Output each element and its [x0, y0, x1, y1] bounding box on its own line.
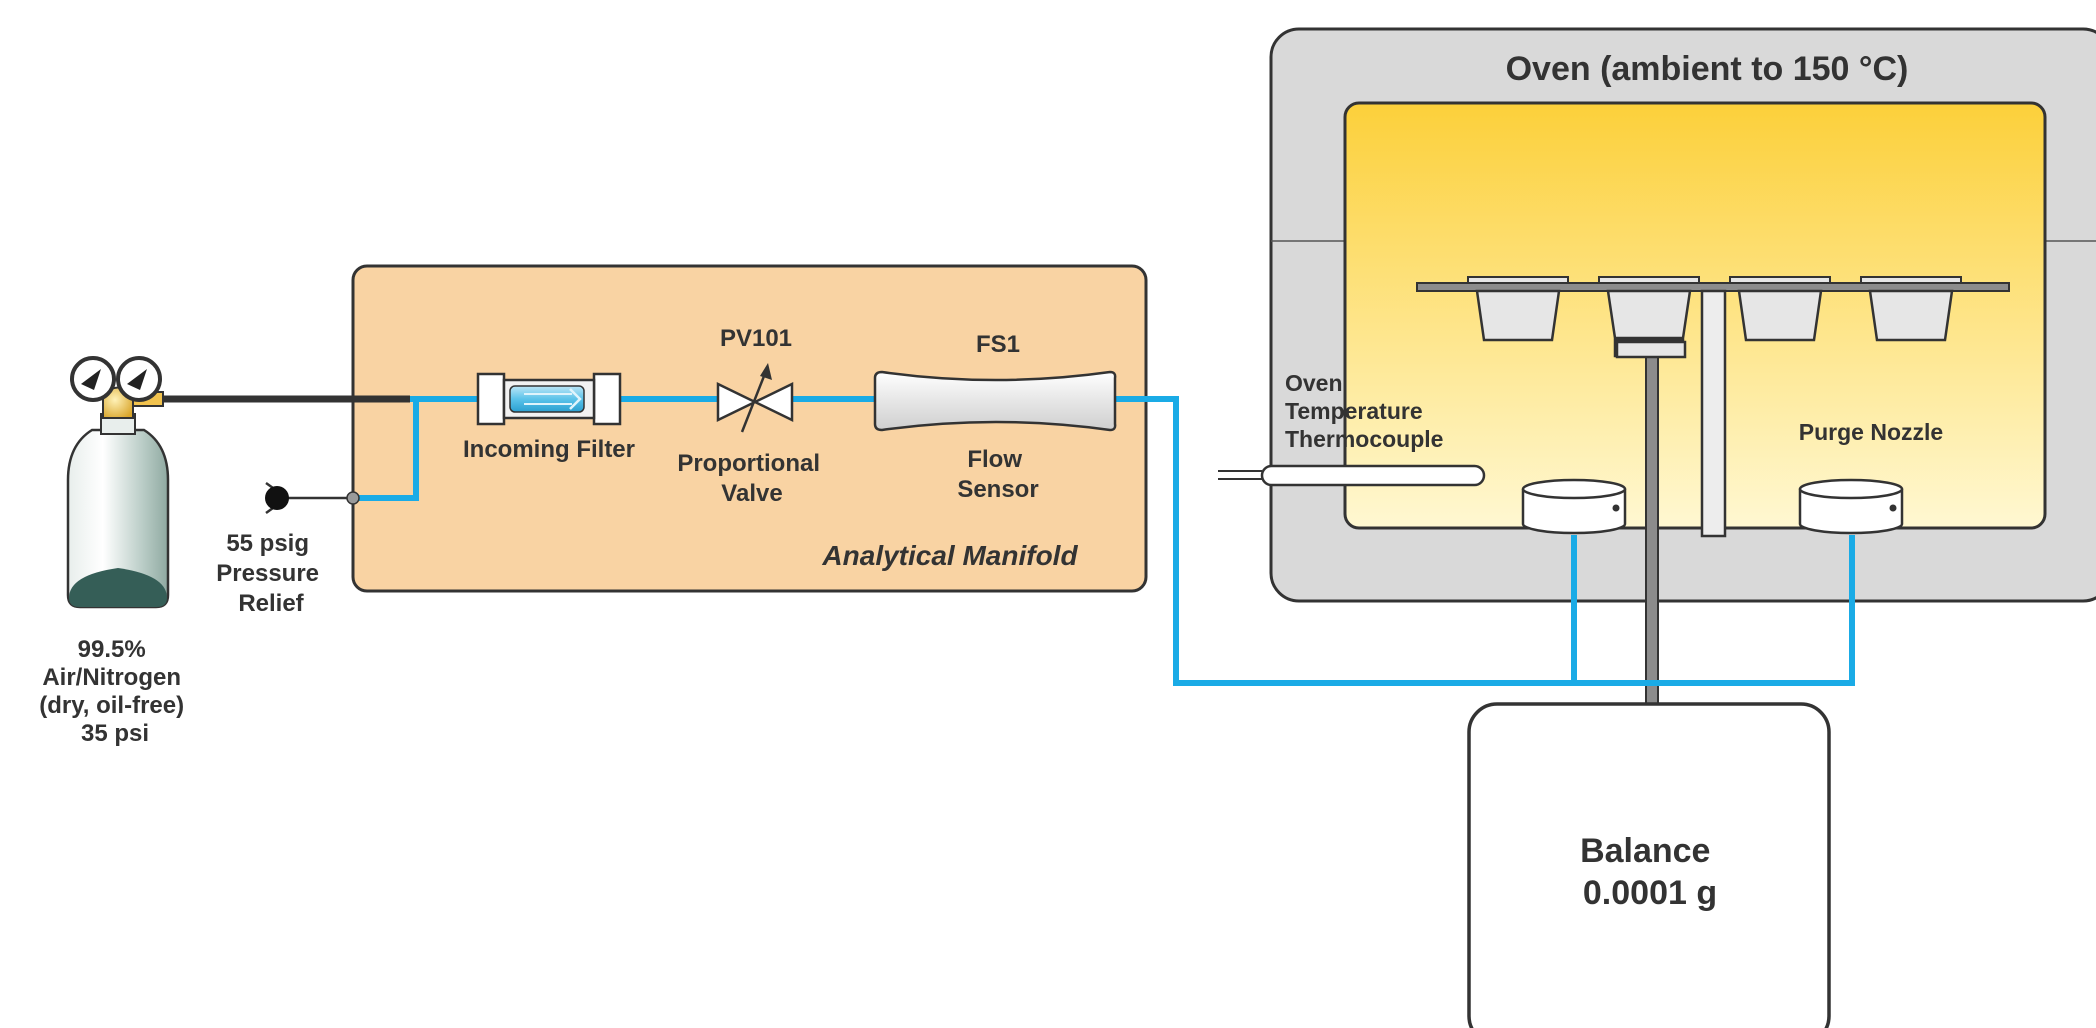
- valve-tag: PV101: [720, 325, 792, 352]
- pressure-gauge-icon: [70, 356, 116, 402]
- supply-label-line: Air/Nitrogen: [42, 664, 181, 691]
- analytical-manifold: Analytical Manifold: [351, 264, 1148, 593]
- supply-label-line: 99.5%: [78, 636, 146, 663]
- thermocouple-label: Oven Temperature Thermocouple: [1285, 370, 1443, 452]
- relief-label-line: Relief: [238, 590, 304, 617]
- oven-title: Oven (ambient to 150 °C): [1506, 50, 1909, 88]
- gas-lines: [354, 396, 1855, 686]
- oven: Oven (ambient to 150 °C): [1218, 27, 2096, 603]
- gas-cylinder: [66, 356, 170, 609]
- purge-nozzle-left: [1521, 478, 1627, 535]
- oven-thermocouple: [1218, 464, 1486, 487]
- pressure-relief-valve: [265, 481, 360, 515]
- gas-line-relief: [354, 399, 419, 501]
- pressure-gauge-icon: [116, 356, 162, 402]
- thermocouple-label-line: Oven: [1285, 370, 1343, 396]
- balance-hanger-plate: [1615, 340, 1687, 359]
- balance: Balance 0.0001 g: [1467, 340, 1831, 1028]
- flow-sensor: [873, 370, 1117, 432]
- sample-pan: [1729, 276, 1831, 342]
- valve-label: Proportional Valve: [677, 450, 826, 507]
- relief-label-line: Pressure: [216, 560, 319, 587]
- valve-label-line: Proportional: [677, 450, 820, 477]
- rack-support-post: [1700, 289, 1727, 538]
- thermocouple-label-line: Thermocouple: [1285, 426, 1443, 452]
- sample-pan: [1467, 276, 1569, 342]
- sensor-label: Flow Sensor: [957, 446, 1038, 503]
- balance-label-line: 0.0001 g: [1583, 874, 1717, 912]
- oven-chamber: [1343, 101, 2047, 530]
- manifold-box: [351, 264, 1148, 593]
- supply-label-line: 35 psi: [81, 720, 149, 747]
- sample-pan: [1860, 276, 1962, 342]
- gas-line-to-oven: [1115, 396, 1855, 686]
- sensor-label-line: Flow: [967, 446, 1022, 473]
- manifold-title: Analytical Manifold: [821, 540, 1078, 571]
- cylinder-base-shade: [69, 568, 167, 607]
- purge-nozzle-right: [1798, 478, 1904, 535]
- balance-body: [1467, 702, 1831, 1028]
- sensor-tag: FS1: [976, 331, 1020, 358]
- supply-label-line: (dry, oil-free): [39, 692, 184, 719]
- valve-label-line: Valve: [721, 480, 782, 507]
- purge-nozzle-label: Purge Nozzle: [1799, 419, 1943, 445]
- relief-label: 55 psig Pressure Relief: [216, 530, 325, 617]
- supply-label: 99.5% Air/Nitrogen (dry, oil-free) 35 ps…: [39, 636, 191, 747]
- relief-label-line: 55 psig: [226, 530, 309, 557]
- thermocouple-label-line: Temperature: [1285, 398, 1423, 424]
- incoming-filter-label: Incoming Filter: [463, 436, 635, 463]
- incoming-filter: [476, 372, 622, 426]
- sensor-label-line: Sensor: [957, 476, 1038, 503]
- balance-label-line: Balance: [1580, 832, 1710, 870]
- proportional-valve: [716, 363, 794, 433]
- balance-label: Balance 0.0001 g: [1580, 832, 1720, 912]
- balance-hanger-rod: [1645, 355, 1659, 705]
